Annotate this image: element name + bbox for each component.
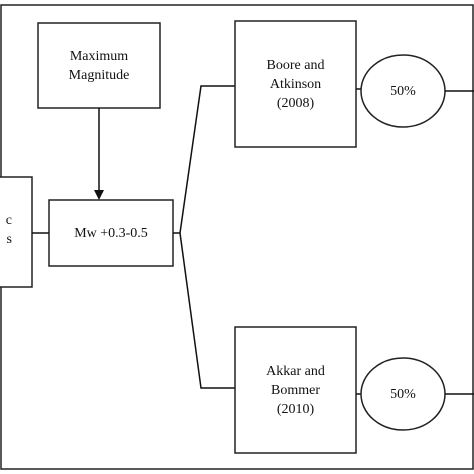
- branch-bottom: [179, 232, 235, 389]
- weight-bottom-text: 50%: [390, 386, 416, 402]
- mw-label: Mw +0.3-0.5: [49, 200, 173, 266]
- max-magnitude-line-2: Magnitude: [68, 67, 130, 83]
- gmpe-top-box: [234, 20, 357, 148]
- max-magnitude-label: Maximum Magnitude: [38, 23, 160, 108]
- gmpe-bottom-line-1: Akkar and: [266, 363, 325, 379]
- branch-top: [179, 85, 235, 234]
- gmpe-bottom-line-3: (2010): [276, 401, 315, 417]
- gmpe-bottom-label: Akkar and Bommer (2010): [235, 327, 356, 453]
- gmpe-bottom-line-2: Bommer: [271, 382, 320, 398]
- weight-bottom-label: 50%: [361, 358, 445, 430]
- left-node-box: [0, 176, 33, 288]
- max-magnitude-box: [37, 22, 161, 109]
- gmpe-top-line-1: Boore and: [266, 57, 325, 73]
- gmpe-top-label: Boore and Atkinson (2008): [235, 21, 356, 147]
- left-node-line-1: c: [5, 213, 12, 228]
- gmpe-top-line-2: Atkinson: [269, 76, 322, 92]
- left-node-line-2: s: [6, 232, 12, 247]
- left-node-label: c s: [0, 200, 12, 260]
- gmpe-top-line-3: (2008): [276, 95, 315, 111]
- gmpe-bottom-box: [234, 326, 357, 454]
- weight-top-text: 50%: [390, 83, 416, 99]
- mw-text: Mw +0.3-0.5: [74, 225, 148, 241]
- weight-top-label: 50%: [361, 55, 445, 127]
- max-magnitude-line-1: Maximum: [69, 48, 129, 64]
